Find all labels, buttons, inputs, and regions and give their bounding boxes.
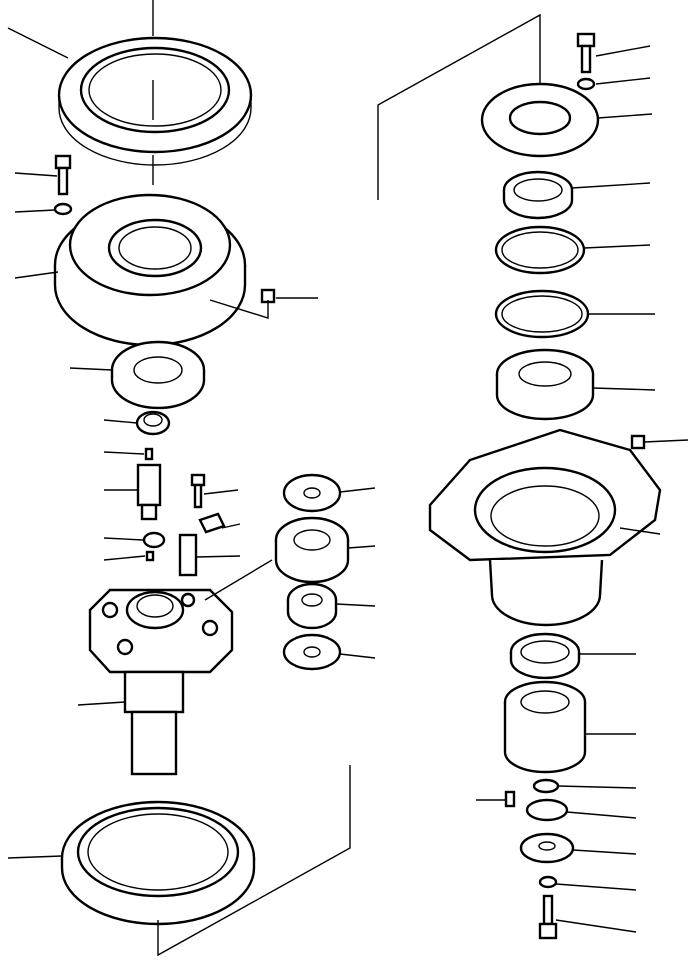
thrust-plate [519,832,575,864]
roller-bearing-right [495,348,595,421]
leader-washer-left [14,209,56,213]
leader-housing [14,271,59,279]
o-ring-small [532,778,560,794]
leader-thrust-lower [339,653,376,659]
spline-coupling [503,680,587,774]
cover-plate [480,82,600,158]
leader-bolt-right-top [595,45,651,57]
leader-spacer [103,419,138,424]
output-shaft [123,670,185,776]
leader-seal-ring [566,811,637,819]
washer-right-bottom [538,875,558,889]
top-ring-gear [57,36,253,166]
leader-ring-bottom [7,855,63,859]
leader-pin-lower [103,555,146,561]
spacer-left [135,410,171,436]
leader-washer-right [595,77,651,85]
leader-bolt-left [14,172,58,177]
leader-planet-gear [347,545,376,549]
leader-small-gear [103,537,144,541]
leader-thrust-upper [339,487,376,493]
leader-lock-plate [221,523,241,529]
small-gear [142,531,166,549]
leader-gear-housing [619,527,661,535]
leader-right-top-ext [377,13,541,200]
bolt-small-center [190,473,206,509]
leader-snap-ring [583,244,651,249]
thrust-washer-upper [282,473,342,513]
leader-race-upper [571,182,651,189]
seal-ring [525,798,569,822]
leader-o-ring-small [557,785,637,789]
leader-ring-top [7,27,69,59]
leader-shaft [77,701,126,706]
leader-bolt-bottom [555,919,637,933]
washer-left-top [53,202,73,216]
washer-right-top [576,77,596,91]
gear-housing [428,428,662,627]
bolt-left-top [54,154,72,196]
leader-housing-right [209,299,269,319]
leader-pin [103,451,145,455]
roller-bearing-left [110,340,206,410]
leader-carrier-link [204,559,273,601]
bearing-race-upper [502,170,574,220]
leader-shaft-pin [195,555,241,558]
bolt-right-top [576,32,596,74]
needle-bearing [286,582,338,630]
leader-bearing-left [69,367,113,371]
leader-ring-bottom-ext [157,765,351,957]
leader-needle-bearing [335,603,376,607]
leader-washer-bottom [555,883,637,891]
thrust-washer-lower [282,633,342,671]
bearing-race-lower [509,632,581,680]
plug-right [630,434,646,450]
bolt-right-bottom [538,894,558,940]
sun-gear [136,463,162,521]
leader-plug-right [643,439,688,443]
pin-right [504,790,516,808]
o-ring [494,289,590,339]
leader-thrust-plate [572,849,637,855]
planet-gear [274,516,350,584]
leader-bolt-small [203,489,239,495]
planet-carrier [88,588,234,674]
leader-cover-plate [597,113,653,119]
shaft-pin [178,533,198,577]
snap-ring [494,225,586,275]
pin-lower [145,550,155,562]
lock-plate [198,512,226,534]
upper-housing [53,193,247,347]
leader-bearing-right [592,387,656,391]
pin-small [144,447,154,461]
bottom-ring-gear [60,800,256,926]
